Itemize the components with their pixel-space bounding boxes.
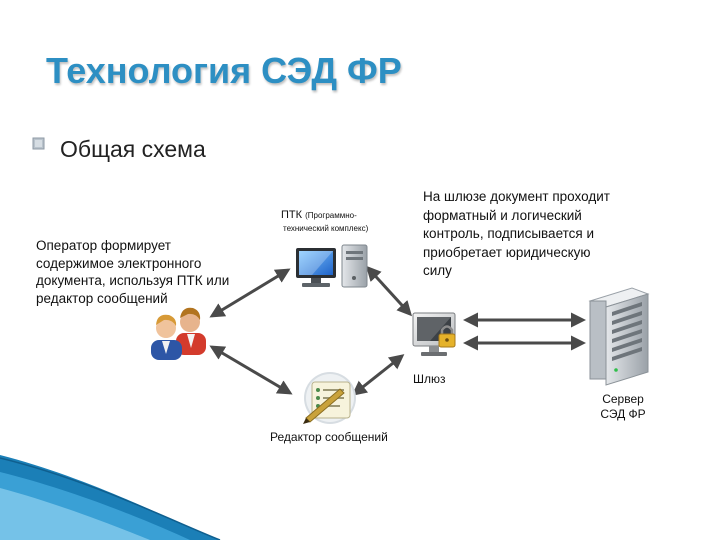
ptk-note-line1: (Программно- xyxy=(305,211,357,220)
arrow-operator-ptk xyxy=(209,268,291,318)
arrow-ptk-gateway xyxy=(365,265,413,317)
operator-description: Оператор формирует содержимое электронно… xyxy=(36,238,230,306)
computer-icon xyxy=(296,244,368,288)
server-icon xyxy=(588,287,650,386)
decorative-wave xyxy=(0,455,221,540)
bullet-icon xyxy=(32,137,45,150)
gateway-lock-icon xyxy=(412,312,456,356)
arrow-editor-gateway xyxy=(351,354,405,396)
ptk-label-block: ПТК (Программно- технический комплекс) xyxy=(281,209,396,235)
scheme-subtitle: Общая схема xyxy=(60,136,206,162)
server-label-line2: СЭД ФР xyxy=(600,407,646,421)
editor-icon xyxy=(303,372,356,424)
server-label-line1: Сервер xyxy=(602,392,644,406)
ptk-label: ПТК xyxy=(281,209,303,221)
gateway-description: На шлюзе документ проходит форматный и л… xyxy=(423,189,610,278)
editor-label: Редактор сообщений xyxy=(270,430,388,444)
arrow-operator-editor xyxy=(209,345,293,395)
server-label: Сервер СЭД ФР xyxy=(597,392,649,422)
slide-title: Технология СЭД ФР xyxy=(46,50,402,91)
ptk-note-line2: технический комплекс) xyxy=(283,224,369,233)
gateway-label: Шлюз xyxy=(413,372,446,386)
users-icon xyxy=(151,307,206,360)
